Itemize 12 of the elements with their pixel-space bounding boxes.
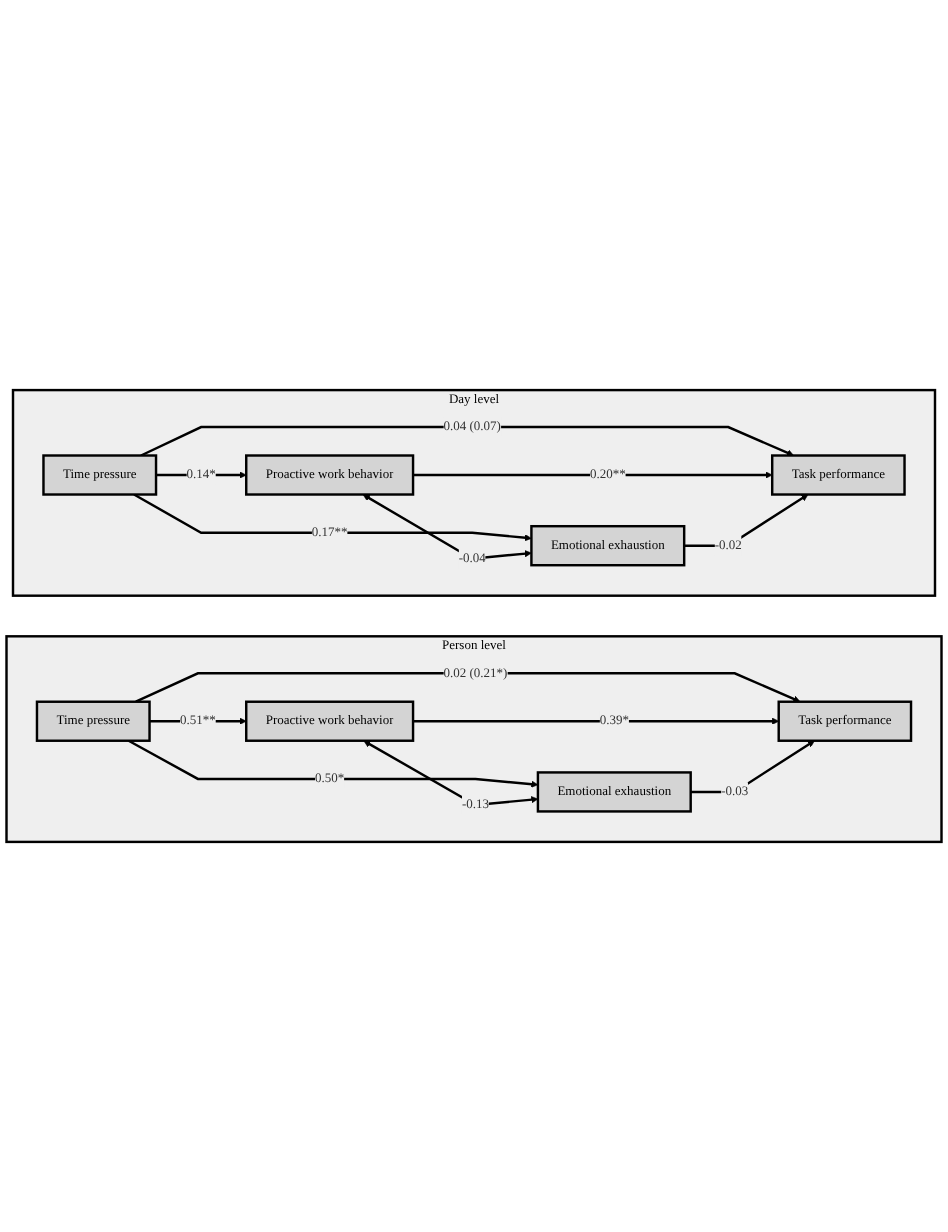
arrow bbox=[363, 740, 539, 807]
arrow bbox=[140, 425, 794, 457]
arrow bbox=[684, 494, 809, 547]
arrow bbox=[156, 471, 247, 479]
arrow bbox=[362, 494, 532, 560]
arrow bbox=[413, 717, 780, 725]
arrow bbox=[133, 493, 532, 542]
arrow bbox=[149, 717, 247, 725]
arrow bbox=[413, 471, 773, 479]
arrow bbox=[128, 739, 539, 788]
arrow bbox=[690, 740, 815, 794]
arrow bbox=[135, 672, 801, 703]
